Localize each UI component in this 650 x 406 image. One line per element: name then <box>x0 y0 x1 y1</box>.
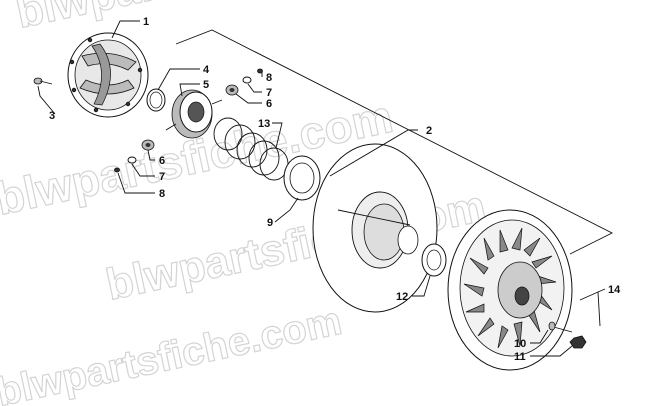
callout-1: 1 <box>143 16 149 28</box>
part-3-screw <box>33 77 53 85</box>
callout-10: 10 <box>514 338 526 350</box>
callout-12: 12 <box>396 291 408 303</box>
callout-9: 9 <box>267 217 273 229</box>
callout-13: 13 <box>258 118 270 130</box>
callout-3: 3 <box>49 110 55 122</box>
callout-14: 14 <box>608 284 621 296</box>
part-9-ring <box>283 155 321 201</box>
callout-4: 4 <box>203 64 210 76</box>
watermark-text: blwpartsfiche.com <box>0 299 345 406</box>
callout-6-lower: 6 <box>159 155 165 167</box>
assembly-outline <box>175 29 614 255</box>
callout-8-upper: 8 <box>266 72 272 84</box>
part-10-bolt <box>548 321 573 333</box>
callout-7-upper: 7 <box>266 87 272 99</box>
leader-lines <box>37 20 606 357</box>
part-4-ring <box>146 88 166 112</box>
callout-labels: 1 2 3 4 5 6 6 7 7 8 8 9 10 11 12 13 14 <box>49 16 621 363</box>
part-12-washer <box>421 243 447 277</box>
part-5-hub <box>165 89 223 139</box>
callout-2: 2 <box>426 125 432 137</box>
callout-6-upper: 6 <box>266 98 272 110</box>
part-7-washer-lower <box>127 156 137 164</box>
part-11-nut <box>569 335 587 349</box>
callout-11: 11 <box>514 351 526 363</box>
part-2-sheave <box>312 143 438 313</box>
part-6-bushing-upper <box>225 84 239 96</box>
callout-7-lower: 7 <box>159 171 165 183</box>
part-7-washer-upper <box>242 76 252 84</box>
part-8-clip-upper <box>257 68 263 74</box>
callout-8-lower: 8 <box>159 188 165 200</box>
part-6-bushing-lower <box>141 139 155 151</box>
part-1-cover <box>67 32 149 118</box>
part-movable-sheave <box>447 209 573 371</box>
callout-5: 5 <box>203 79 209 91</box>
part-13-spring <box>213 117 289 181</box>
part-14-hex-key <box>579 291 601 327</box>
part-8-clip-lower <box>114 167 120 173</box>
